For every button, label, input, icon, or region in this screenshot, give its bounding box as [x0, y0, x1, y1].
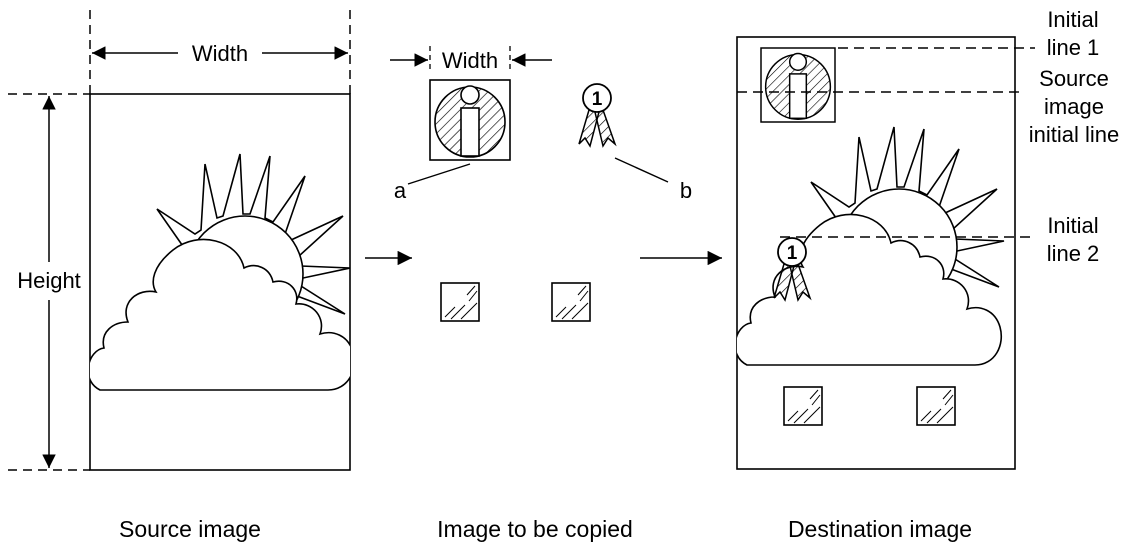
dest-ribbon-badge-icon: 1 — [773, 237, 811, 301]
label-b-leader — [614, 157, 669, 183]
initial-line-2-label-l2: line 2 — [1047, 241, 1100, 266]
badge-number: 1 — [592, 89, 603, 110]
destination-image-content: 1 — [737, 126, 1005, 426]
destination-image-panel: 1 Initial line 1 Source image initial li… — [736, 7, 1120, 470]
source-width-label: Width — [192, 41, 248, 66]
dest-hatched-square-1 — [783, 386, 823, 426]
hatched-square-2 — [551, 282, 591, 322]
caption-image-to-copy: Image to be copied — [437, 516, 633, 542]
source-line-label-l2: image — [1044, 94, 1104, 119]
caption-destination-image: Destination image — [788, 516, 972, 542]
initial-line-1-label-l2: line 1 — [1047, 35, 1100, 60]
label-b: b — [680, 178, 692, 203]
initial-line-1-label-l1: Initial — [1047, 7, 1098, 32]
dest-info-icon — [760, 47, 836, 123]
dest-badge-number: 1 — [787, 243, 798, 264]
ribbon-badge-icon: 1 — [578, 83, 616, 147]
dest-hatched-square-2 — [916, 386, 956, 426]
caption-source-image: Source image — [119, 516, 261, 542]
info-icon — [429, 79, 511, 161]
source-image-panel: Width Height — [8, 10, 351, 471]
hatched-square-1 — [440, 282, 480, 322]
copy-image-panel: Width a 1 b — [390, 46, 692, 322]
source-line-label-l3: initial line — [1029, 122, 1120, 147]
initial-line-2-label-l1: Initial — [1047, 213, 1098, 238]
label-a-leader — [407, 163, 471, 185]
copy-width-label: Width — [442, 48, 498, 73]
label-a: a — [394, 178, 407, 203]
source-line-label-l1: Source — [1039, 66, 1109, 91]
source-height-label: Height — [17, 268, 81, 293]
